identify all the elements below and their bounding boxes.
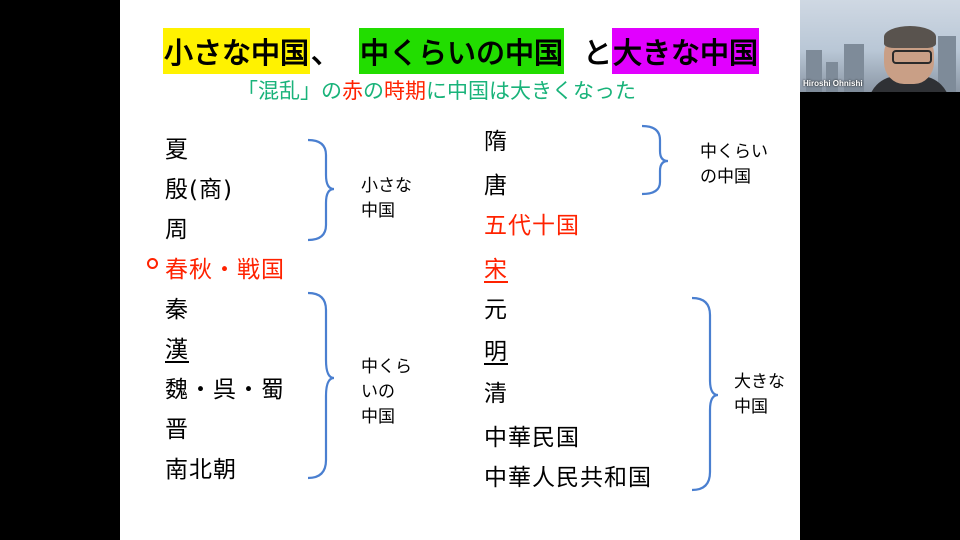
subtitle-chaos: 混乱 <box>258 79 300 103</box>
dynasty-prc: 中華人民共和国 <box>484 465 652 491</box>
dynasty-sui: 隋 <box>484 129 508 155</box>
dynasty-zhou: 周 <box>165 217 189 243</box>
dynasty-yuan: 元 <box>484 297 508 323</box>
subtitle-rest: に中国は大きくなった <box>426 79 636 103</box>
label-medium-china-right: 中くらい の中国 <box>700 142 768 187</box>
dynasty-jin: 晋 <box>165 417 189 443</box>
pointer-marker-icon <box>147 258 158 269</box>
dynasty-three-kingdoms: 魏・呉・蜀 <box>165 377 285 403</box>
subtitle-bracket-open: 「 <box>237 79 258 103</box>
dynasty-han: 漢 <box>165 337 189 363</box>
dynasty-northern-southern: 南北朝 <box>165 457 237 483</box>
subtitle-bracket-close: 」 <box>300 79 321 103</box>
brace-large-china <box>691 296 719 492</box>
subtitle-red: 赤 <box>342 79 363 103</box>
label-large-china: 大きな 中国 <box>734 372 785 417</box>
label-medium-china-left: 中くら いの 中国 <box>361 357 412 427</box>
brace-small-china <box>307 138 335 242</box>
dynasty-tang: 唐 <box>484 173 508 199</box>
brace-medium-left <box>307 291 335 480</box>
dynasty-five-dynasties: 五代十国 <box>484 213 580 239</box>
title-large-china: 大きな中国 <box>612 28 760 74</box>
person-torso <box>868 76 950 92</box>
dynasty-qin: 秦 <box>165 297 189 323</box>
title-small-china: 小さな中国 <box>163 28 311 74</box>
subtitle-particle-1: の <box>321 79 342 103</box>
dynasty-yin-shang: 殷(商) <box>165 177 233 203</box>
dynasty-xia: 夏 <box>165 137 189 163</box>
subtitle-particle-2: の <box>363 79 384 103</box>
dynasty-spring-autumn-warring-states: 春秋・戦国 <box>165 257 285 283</box>
dynasty-ming: 明 <box>484 339 508 365</box>
subtitle: 「混乱」の赤の時期に中国は大きくなった <box>237 75 636 105</box>
title-separator: 、 <box>311 36 341 70</box>
presentation-slide: 小さな中国 、 中くらいの中国 と 大きな中国 「混乱」の赤の時期に中国は大きく… <box>120 0 800 540</box>
dynasty-song: 宋 <box>484 257 508 283</box>
dynasty-qing: 清 <box>484 381 508 407</box>
title-connector: と <box>583 36 613 70</box>
webcam-thumbnail[interactable] <box>800 0 960 92</box>
label-small-china: 小さな 中国 <box>361 176 412 221</box>
subtitle-period: 時期 <box>384 79 426 103</box>
brace-medium-right <box>641 124 669 196</box>
braces <box>307 124 719 492</box>
person-glasses <box>892 50 932 64</box>
webcam-participant-name: Hiroshi Ohnishi <box>803 79 863 88</box>
person-hair <box>884 26 936 48</box>
title-medium-china: 中くらいの中国 <box>359 28 565 74</box>
dynasty-republic-of-china: 中華民国 <box>484 425 580 451</box>
